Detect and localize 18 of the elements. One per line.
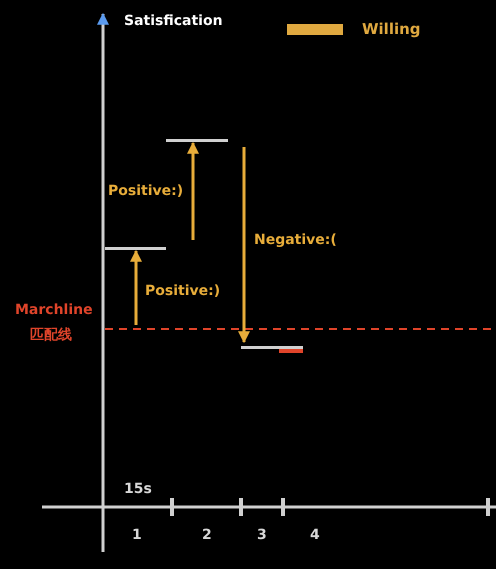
edge-label: Negative:(	[254, 232, 337, 249]
level-bar	[241, 346, 303, 349]
duration-label: 15s	[124, 481, 152, 498]
level-bar	[166, 139, 228, 142]
edge-label: Positive:)	[145, 283, 220, 300]
arrow	[238, 147, 250, 344]
legend-label: Willing	[362, 21, 421, 38]
edge-label: Positive:)	[108, 183, 184, 200]
tick-label: 1	[132, 527, 142, 544]
line-label: 匹配线	[30, 327, 72, 344]
line-label: Marchline	[15, 302, 93, 319]
tick-label: 2	[202, 527, 212, 544]
tick-label: 3	[257, 527, 267, 544]
level-bar	[105, 247, 166, 250]
axis-title: Satisfication	[124, 13, 223, 30]
arrow	[187, 142, 199, 240]
arrow	[130, 250, 142, 325]
tick-label: 4	[310, 527, 320, 544]
